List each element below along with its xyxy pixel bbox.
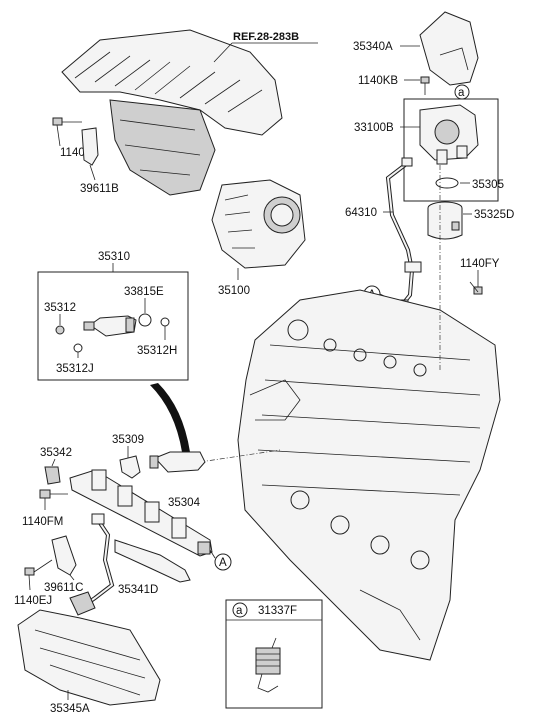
- bracket-39611c: [51, 535, 77, 581]
- label-1140fy: 1140FY: [460, 258, 500, 270]
- pump-seat-35325d: [427, 201, 472, 240]
- callout-a-bottom: A: [209, 549, 232, 571]
- fuel-line-35341d: [69, 513, 191, 616]
- callout-a-bottom-letter: A: [219, 557, 227, 569]
- label-31337f: 31337F: [258, 605, 297, 617]
- detail-letter-bottom: a: [236, 605, 243, 617]
- label-35345a: 35345A: [50, 703, 90, 715]
- sensor-35342: [44, 466, 61, 485]
- bolt-1140ej-bottom: [24, 559, 53, 591]
- intake-manifold: [61, 29, 283, 196]
- detail-box-a-top: a: [403, 84, 499, 202]
- label-35312: 35312: [44, 302, 76, 314]
- injector-installed: [149, 451, 206, 473]
- detail-letter-top: a: [458, 87, 465, 99]
- bolt-1140fm: [39, 489, 68, 510]
- label-1140fm: 1140FM: [22, 516, 63, 528]
- detail-box-31337f: a 31337F: [225, 599, 323, 709]
- label-35100: 35100: [218, 285, 250, 297]
- fuel-rail: [69, 469, 213, 557]
- label-1140ej-bottom: 1140EJ: [14, 595, 52, 607]
- label-35312j: 35312J: [56, 363, 94, 375]
- bolt-1140ej-top: [52, 117, 82, 147]
- label-39611b: 39611B: [80, 183, 119, 195]
- hp-fuel-pump: [419, 104, 479, 165]
- install-arrow: [150, 383, 190, 452]
- injector-kit-box: [37, 271, 189, 381]
- bolt-1140fy: [469, 270, 483, 295]
- label-35340a: 35340A: [353, 41, 393, 53]
- label-35342: 35342: [40, 447, 72, 459]
- washer-33815e: [138, 313, 152, 327]
- label-1140kb: 1140KB: [358, 75, 398, 87]
- bolt-1140kb: [404, 76, 430, 95]
- reference-label: REF.28-283B: [233, 31, 299, 43]
- seal-35312: [55, 325, 65, 335]
- reference-callout: REF.28-283B: [213, 31, 318, 63]
- oring-35305: [435, 177, 470, 189]
- ring-35312j: [73, 343, 83, 353]
- label-35309: 35309: [112, 434, 144, 446]
- label-35312h: 35312H: [137, 345, 177, 357]
- label-35304: 35304: [168, 497, 201, 509]
- label-33815e: 33815E: [124, 286, 164, 298]
- label-35325d: 35325D: [474, 209, 514, 221]
- label-35310: 35310: [98, 251, 130, 263]
- label-35341d: 35341D: [118, 584, 158, 596]
- bracket-39611b: [81, 127, 99, 181]
- label-33100b: 33100B: [354, 122, 394, 134]
- label-64310: 64310: [345, 207, 377, 219]
- shield-35345a: [17, 609, 161, 706]
- injector: [83, 315, 137, 337]
- engine-block: [237, 289, 501, 661]
- throttle-body: [211, 179, 306, 280]
- clip-35309: [119, 455, 141, 479]
- oring-35312h: [160, 317, 170, 327]
- pump-cover-35340a: [419, 11, 479, 86]
- label-35305: 35305: [472, 179, 504, 191]
- check-valve-31337f: [255, 637, 281, 693]
- label-39611c: 39611C: [44, 582, 83, 594]
